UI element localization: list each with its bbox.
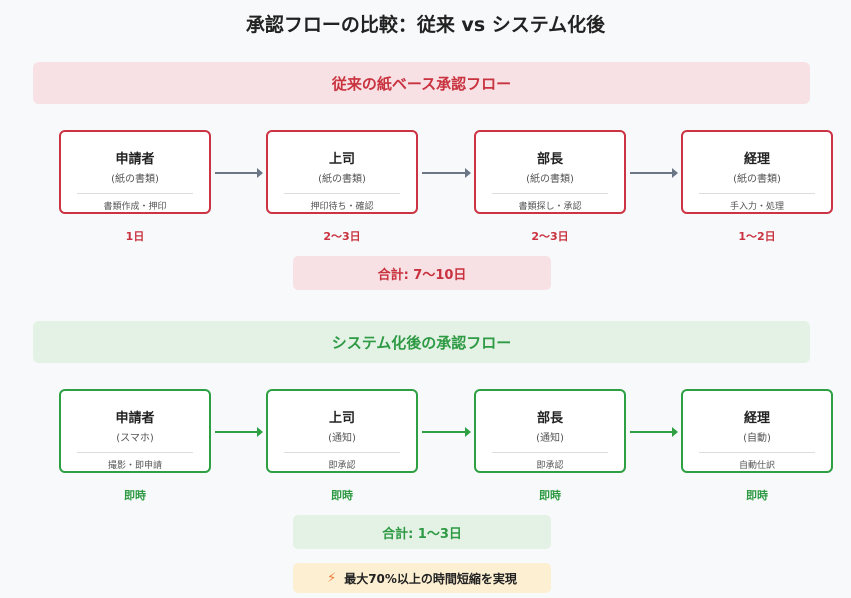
lightning-icon: ⚡	[327, 570, 337, 586]
step-role: 申請者	[115, 152, 155, 167]
step-action: 自動仕訳	[738, 461, 775, 471]
divider	[492, 452, 608, 453]
step-medium: (紙の書類)	[111, 174, 159, 185]
system-total: 合計: 1〜3日	[293, 515, 551, 549]
step-medium: (スマホ)	[116, 433, 154, 444]
divider	[77, 452, 193, 453]
step-box: 経理 (紙の書類) 手入力・処理	[681, 130, 833, 214]
step-duration: 即時	[124, 489, 146, 502]
step-medium: (紙の書類)	[318, 174, 366, 185]
divider	[284, 452, 400, 453]
step-medium: (自動)	[743, 433, 771, 444]
divider	[77, 193, 193, 194]
step-duration: 2〜3日	[531, 230, 569, 243]
step-duration: 1日	[125, 230, 145, 243]
step-action: 書類探し・承認	[518, 202, 582, 212]
step-action: 押印待ち・確認	[310, 202, 374, 212]
step-medium: (紙の書類)	[733, 174, 781, 185]
step-medium: (通知)	[536, 433, 564, 444]
step-duration: 即時	[539, 489, 561, 502]
step-box: 申請者 (スマホ) 撮影・即申請	[59, 389, 211, 473]
highlight-text: 最大70%以上の時間短縮を実現	[344, 571, 517, 586]
step-action: 撮影・即申請	[107, 461, 162, 471]
step-role: 経理	[743, 152, 770, 167]
arrow-right-icon	[422, 427, 471, 437]
system-flow-heading: システム化後の承認フロー	[33, 321, 810, 363]
step-role: 部長	[536, 152, 563, 167]
step-box: 部長 (通知) 即承認	[474, 389, 626, 473]
highlight-banner: ⚡ 最大70%以上の時間短縮を実現	[293, 563, 551, 593]
step-box: 上司 (紙の書類) 押印待ち・確認	[266, 130, 418, 214]
paper-total: 合計: 7〜10日	[293, 256, 551, 290]
step-duration: 2〜3日	[323, 230, 361, 243]
step-role: 部長	[536, 411, 563, 426]
divider	[699, 193, 815, 194]
arrow-right-icon	[215, 427, 263, 437]
step-duration: 即時	[331, 489, 353, 502]
step-role: 申請者	[115, 411, 155, 426]
step-action: 書類作成・押印	[103, 202, 167, 212]
divider	[284, 193, 400, 194]
arrow-right-icon	[630, 427, 678, 437]
step-box: 申請者 (紙の書類) 書類作成・押印	[59, 130, 211, 214]
paper-flow-heading: 従来の紙ベース承認フロー	[33, 62, 810, 104]
step-role: 上司	[328, 152, 355, 167]
step-role: 経理	[743, 411, 770, 426]
step-box: 経理 (自動) 自動仕訳	[681, 389, 833, 473]
step-box: 部長 (紙の書類) 書類探し・承認	[474, 130, 626, 214]
step-action: 即承認	[328, 461, 356, 471]
divider	[699, 452, 815, 453]
step-action: 即承認	[536, 461, 564, 471]
arrow-right-icon	[422, 168, 471, 178]
arrow-right-icon	[630, 168, 678, 178]
step-duration: 即時	[746, 489, 768, 502]
arrow-right-icon	[215, 168, 263, 178]
step-action: 手入力・処理	[729, 202, 784, 212]
step-medium: (通知)	[328, 433, 356, 444]
divider	[492, 193, 608, 194]
step-medium: (紙の書類)	[526, 174, 574, 185]
page-title: 承認フローの比較：従来 vs システム化後	[245, 14, 606, 36]
step-duration: 1〜2日	[738, 230, 776, 243]
step-box: 上司 (通知) 即承認	[266, 389, 418, 473]
step-role: 上司	[328, 411, 355, 426]
